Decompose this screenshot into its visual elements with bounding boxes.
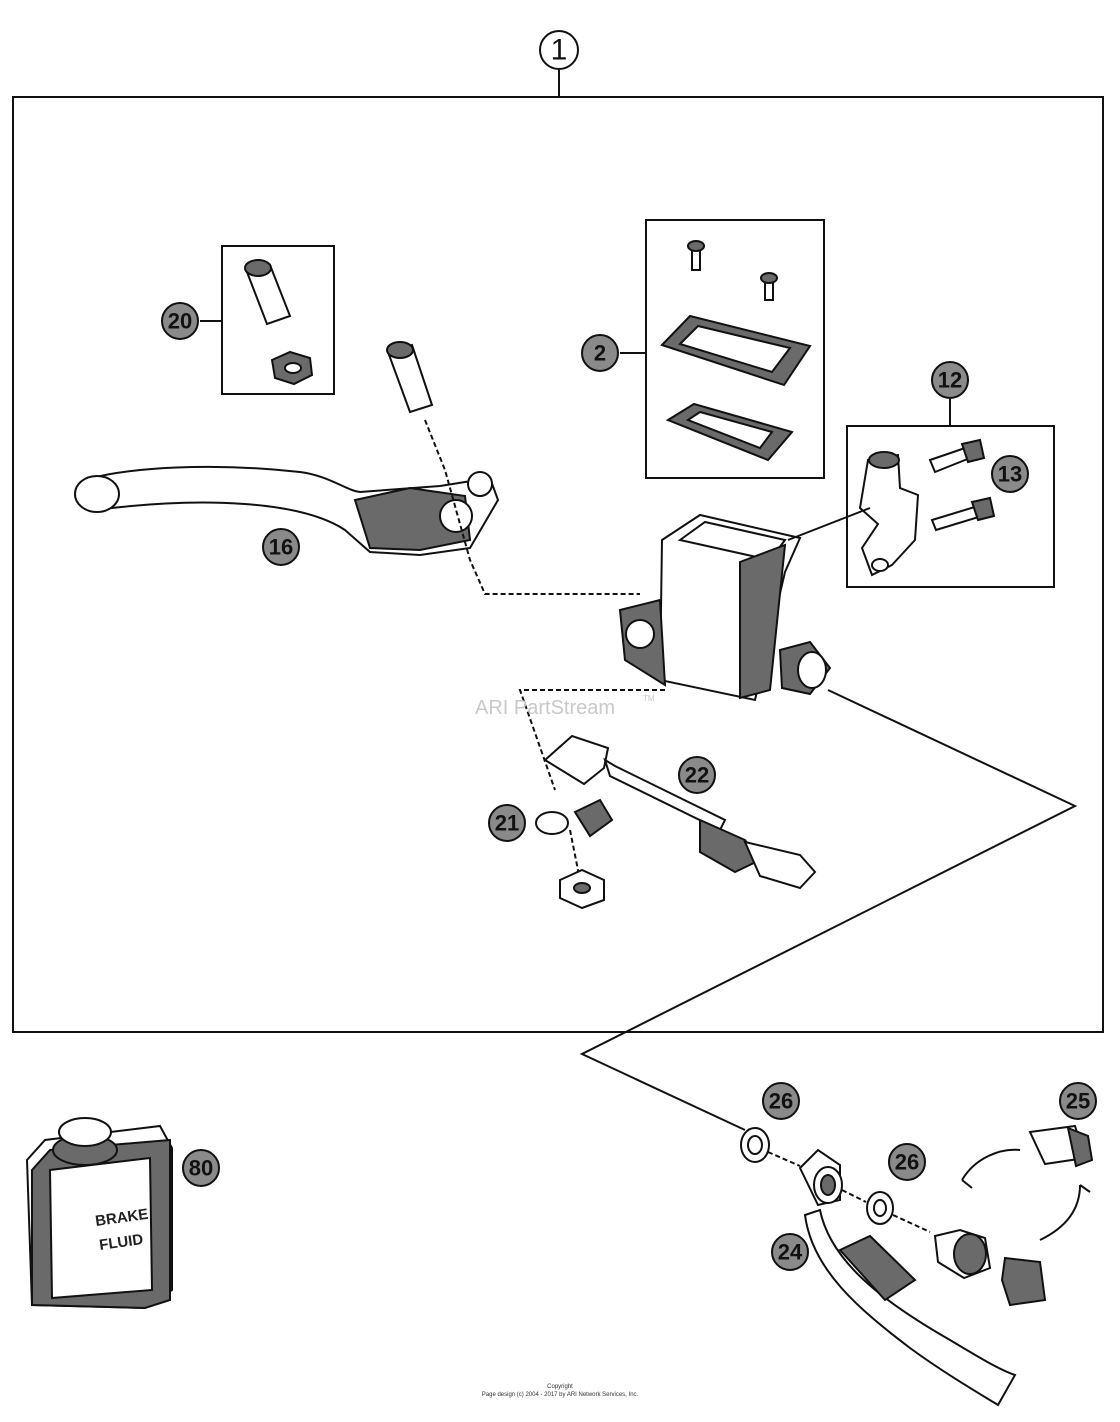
watermark-tm: TM — [643, 694, 655, 703]
lever-leader — [424, 419, 640, 595]
callout-24-label: 24 — [778, 1240, 803, 1265]
callout-24[interactable]: 24 — [771, 1233, 809, 1271]
brake-fluid-bottle — [25, 1117, 173, 1310]
callout-25[interactable]: 25 — [1059, 1082, 1097, 1120]
clamp-leader — [787, 507, 871, 541]
callout-21-label: 21 — [495, 811, 519, 836]
cover-kit-parts — [660, 240, 812, 462]
callout-13-label: 13 — [998, 462, 1022, 487]
switch-leader — [518, 689, 665, 791]
callout-20-label: 20 — [168, 309, 192, 334]
footer-page-design: Page design (c) 2004 - 2017 by ARI Netwo… — [481, 1392, 639, 1398]
master-cylinder — [618, 513, 832, 702]
callout-13[interactable]: 13 — [991, 455, 1029, 493]
callout-2-label: 2 — [594, 341, 606, 366]
callout-80-label: 80 — [189, 1156, 213, 1181]
switch-part — [543, 734, 817, 890]
callout-20[interactable]: 20 — [161, 302, 199, 340]
callout-26-right[interactable]: 26 — [888, 1143, 926, 1181]
cover-kit-box — [645, 219, 825, 479]
callout-26-right-label: 26 — [895, 1150, 919, 1175]
fluid-label-line2: FLUID — [98, 1231, 144, 1254]
pin-kit-parts — [244, 259, 314, 386]
hose-leader — [579, 689, 1078, 1131]
hose-assembly — [740, 1124, 1094, 1407]
callout-80[interactable]: 80 — [182, 1149, 220, 1187]
callout-25-label: 25 — [1066, 1089, 1090, 1114]
callout-26-top[interactable]: 26 — [762, 1082, 800, 1120]
callout-1-label: 1 — [551, 34, 568, 67]
lever-part — [74, 341, 500, 557]
callout-12[interactable]: 12 — [931, 361, 969, 399]
callout-16-label: 16 — [269, 535, 293, 560]
callout-2[interactable]: 2 — [581, 334, 619, 372]
callout-21[interactable]: 21 — [488, 804, 526, 842]
callout-22[interactable]: 22 — [678, 756, 716, 794]
callout-26-top-label: 26 — [769, 1089, 793, 1114]
clamp-kit-parts — [858, 438, 996, 577]
callout-1[interactable]: 1 — [539, 30, 579, 70]
callout-16[interactable]: 16 — [262, 528, 300, 566]
watermark-text: ARI PartStream — [475, 697, 615, 719]
footer-copyright: Copyright — [547, 1384, 573, 1390]
nut-washer-parts — [535, 798, 614, 910]
callout-22-label: 22 — [685, 763, 709, 788]
callout-12-label: 12 — [938, 368, 962, 393]
assembly-frame — [12, 96, 1104, 1033]
